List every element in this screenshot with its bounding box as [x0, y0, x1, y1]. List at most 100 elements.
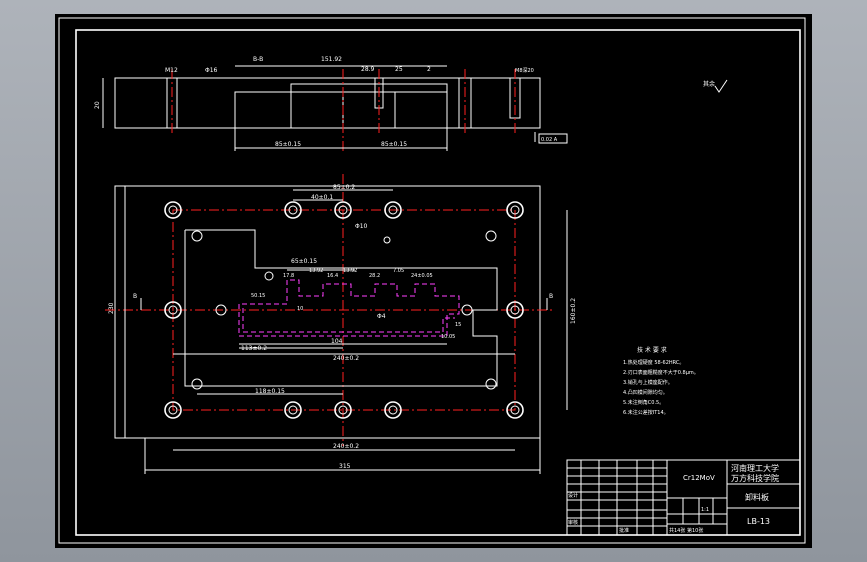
- hole: [164, 301, 182, 319]
- pin-hole: [461, 304, 473, 316]
- flatness-frame: [538, 133, 568, 144]
- dim-text: 25: [395, 66, 403, 73]
- dim-text: M12: [165, 67, 178, 74]
- dim-text: 10.05: [441, 334, 455, 340]
- plan-dimensions: [124, 186, 568, 474]
- dim-text: 20: [94, 101, 101, 109]
- pin-hole: [191, 230, 203, 242]
- tech-req-item: 2.刃口表面粗糙度不大于0.8μm。: [623, 369, 699, 376]
- dim-text: 7.05: [393, 268, 404, 274]
- cavity-profile: [238, 279, 460, 337]
- pin-hole: [485, 378, 497, 390]
- dim-text: 40±0.1: [311, 194, 333, 201]
- hole: [510, 205, 520, 215]
- dim-text: 15: [455, 322, 461, 328]
- hole: [384, 401, 402, 419]
- dim-text: 28.9: [361, 66, 375, 73]
- section-mark-left: B: [133, 293, 137, 300]
- dim-text: 13.92: [309, 268, 323, 274]
- section-hatch: [114, 77, 541, 129]
- roughness-note: 其余: [703, 80, 715, 88]
- tech-req-item: 4.凸凹模间隙均匀。: [623, 389, 668, 396]
- dim-text: 113±0.2: [241, 345, 267, 352]
- dim-text: 104: [331, 338, 343, 345]
- hole: [506, 401, 524, 419]
- dim-text: 17.8: [283, 273, 294, 279]
- tb-material: Cr12MoV: [683, 474, 715, 482]
- outer-frame: [58, 17, 806, 544]
- drawing-sheet: B-B 151.92 28.9 25 2 M12 Φ16 20 85±0.15 …: [55, 14, 812, 548]
- hole: [388, 205, 398, 215]
- tb-school-2: 万方科技学院: [731, 473, 779, 483]
- hole: [288, 405, 298, 415]
- dim-text: M8深20: [515, 67, 534, 74]
- section-hole-left: [166, 77, 178, 129]
- pin-hole: [215, 304, 227, 316]
- dim-text: 65±0.15: [291, 258, 317, 265]
- pin-hole: [264, 271, 274, 281]
- tb-scale: 1:1: [701, 507, 709, 513]
- bolt-pattern: [172, 209, 516, 411]
- roughness-icon: [714, 79, 728, 93]
- dim-text: 2: [427, 66, 431, 73]
- dim-text: Φ4: [377, 313, 386, 320]
- plan-view: [105, 174, 555, 446]
- section-step: [235, 83, 448, 93]
- dim-text: 85±0.2: [333, 184, 355, 191]
- dim-text: 85±0.15: [381, 141, 407, 148]
- center-hole: [383, 236, 391, 244]
- dim-text: 160±0.2: [570, 298, 577, 324]
- hole: [506, 301, 524, 319]
- tech-req-item: 5.未注倒角C0.5。: [623, 399, 664, 406]
- section-cavity: [234, 91, 448, 129]
- flatness-text: 0.02 A: [541, 137, 558, 143]
- dim-text: 28.2: [369, 273, 380, 279]
- hole: [384, 201, 402, 219]
- hole: [510, 405, 520, 415]
- hole: [334, 401, 352, 419]
- hole: [284, 201, 302, 219]
- hole: [334, 201, 352, 219]
- tech-req-item: 1.热处理硬度 58-62HRC。: [623, 359, 684, 366]
- tb-sheets: 共14张 第10张: [669, 527, 703, 534]
- dim-text: 85±0.15: [275, 141, 301, 148]
- tech-requirements: 技 术 要 求 1.热处理硬度 58-62HRC。 2.刃口表面粗糙度不大于0.…: [623, 346, 699, 416]
- tb-approve: 批准: [619, 527, 629, 534]
- title-block-frame: [566, 459, 801, 536]
- hole: [168, 205, 178, 215]
- dim-text: 13.92: [343, 268, 357, 274]
- tb-part-name: 卸料板: [745, 492, 769, 502]
- tb-drawing-no: LB-13: [747, 517, 770, 526]
- pin-hole: [191, 378, 203, 390]
- title-block: [566, 459, 801, 536]
- dim-text: 16.4: [327, 273, 338, 279]
- dim-text: 240±0.2: [333, 443, 359, 450]
- tech-req-item: 3.销孔与上模座配作。: [623, 379, 673, 386]
- dim-text: 24±0.05: [411, 273, 433, 279]
- hole: [164, 201, 182, 219]
- tech-req-item: 6.未注公差按IT14。: [623, 409, 669, 416]
- hole: [506, 201, 524, 219]
- section-mark-right: B: [549, 293, 553, 300]
- hole: [338, 405, 348, 415]
- hole: [168, 305, 178, 315]
- dim-text: 230: [108, 302, 115, 314]
- dim-text: 151.92: [321, 56, 342, 63]
- dim-text: 50.15: [251, 293, 265, 299]
- hole: [388, 405, 398, 415]
- section-label: B-B: [253, 56, 263, 63]
- dim-text: 118±0.15: [255, 388, 285, 395]
- cavity-offset: [242, 308, 455, 333]
- dim-text: Φ10: [355, 223, 368, 230]
- section-cavity-inner: [290, 91, 448, 129]
- dim-text: Φ16: [205, 67, 218, 74]
- pin-hole: [485, 230, 497, 242]
- dim-text: 10: [297, 306, 303, 312]
- hole: [338, 205, 348, 215]
- hole: [164, 401, 182, 419]
- inner-frame: [75, 29, 801, 536]
- section-hole-right: [458, 77, 472, 129]
- tb-school-1: 河南理工大学: [731, 463, 779, 473]
- tb-designer: 设计: [568, 492, 578, 499]
